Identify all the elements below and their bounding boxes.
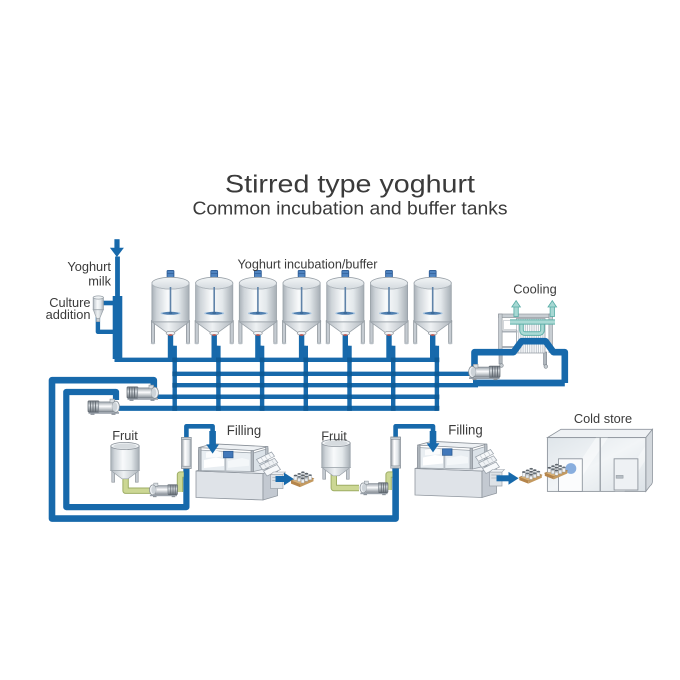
svg-text:Fruit: Fruit [321,429,347,444]
svg-text:Cold store: Cold store [574,411,632,426]
svg-text:Cooling: Cooling [513,282,556,297]
svg-text:Culture: Culture [49,295,90,310]
svg-text:addition: addition [46,307,91,322]
svg-text:Common incubation and buffer t: Common incubation and buffer tanks [193,199,508,219]
svg-text:Filling: Filling [448,422,483,438]
svg-text:Filling: Filling [227,422,262,438]
svg-text:Yoghurt: Yoghurt [67,259,111,274]
svg-text:milk: milk [88,273,111,288]
svg-text:Fruit: Fruit [112,428,138,443]
svg-text:Stirred type yoghurt: Stirred type yoghurt [225,172,475,199]
svg-text:Yoghurt incubation/buffer: Yoghurt incubation/buffer [238,256,379,271]
